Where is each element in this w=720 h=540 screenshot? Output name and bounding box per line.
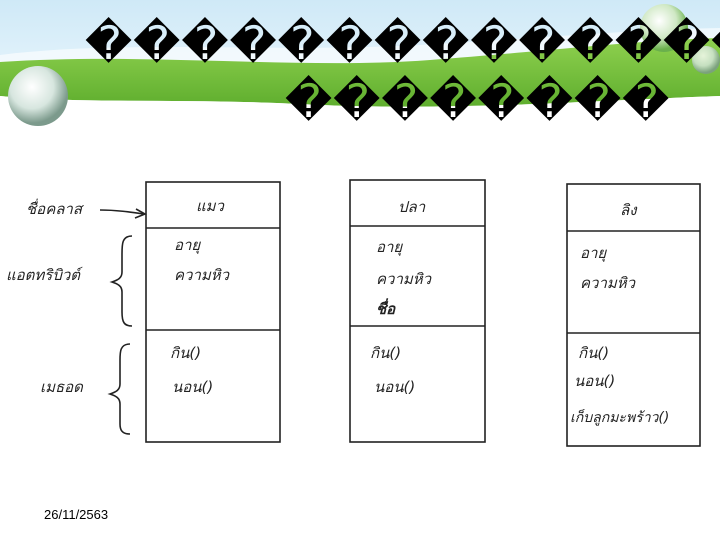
attribute-item: อายุ	[376, 238, 403, 256]
attributes-brace	[109, 235, 133, 327]
header-banner: ���������������� ��������	[0, 0, 720, 135]
class-name: ปลา	[398, 198, 426, 216]
method-item: นอน()	[172, 378, 213, 396]
attribute-item: อายุ	[580, 244, 607, 262]
method-item: นอน()	[374, 378, 415, 396]
class-box-monkey	[566, 183, 701, 447]
label-attributes: แอตทริบิวต์	[6, 266, 83, 284]
method-item: กิน()	[370, 344, 401, 362]
title-line-1: ����������������	[85, 16, 720, 70]
method-item: นอน()	[574, 372, 615, 390]
class-box-cat	[145, 181, 281, 443]
class-name: แมว	[196, 197, 226, 215]
class-name-arrow	[99, 209, 145, 215]
title-line-2: ��������	[285, 74, 671, 128]
method-item: กิน()	[578, 344, 609, 362]
attribute-item: ชื่อ	[376, 298, 396, 318]
methods-brace	[107, 343, 131, 435]
method-item: กิน()	[170, 344, 201, 362]
attribute-item: อายุ	[174, 236, 201, 254]
label-class-name: ชื่อคลาส	[26, 198, 85, 218]
attribute-item: ความหิว	[174, 266, 231, 284]
class-name: ลิง	[620, 201, 638, 219]
class-box-fish	[349, 179, 486, 443]
attribute-item: ความหิว	[580, 274, 637, 292]
label-methods: เมธอด	[40, 378, 84, 396]
slide-title: ���������������� ��������	[0, 0, 720, 135]
method-item: เก็บลูกมะพร้าว()	[570, 409, 669, 426]
slide-date: 26/11/2563	[44, 507, 109, 522]
banner-background	[0, 0, 720, 135]
attribute-item: ความหิว	[376, 270, 433, 288]
